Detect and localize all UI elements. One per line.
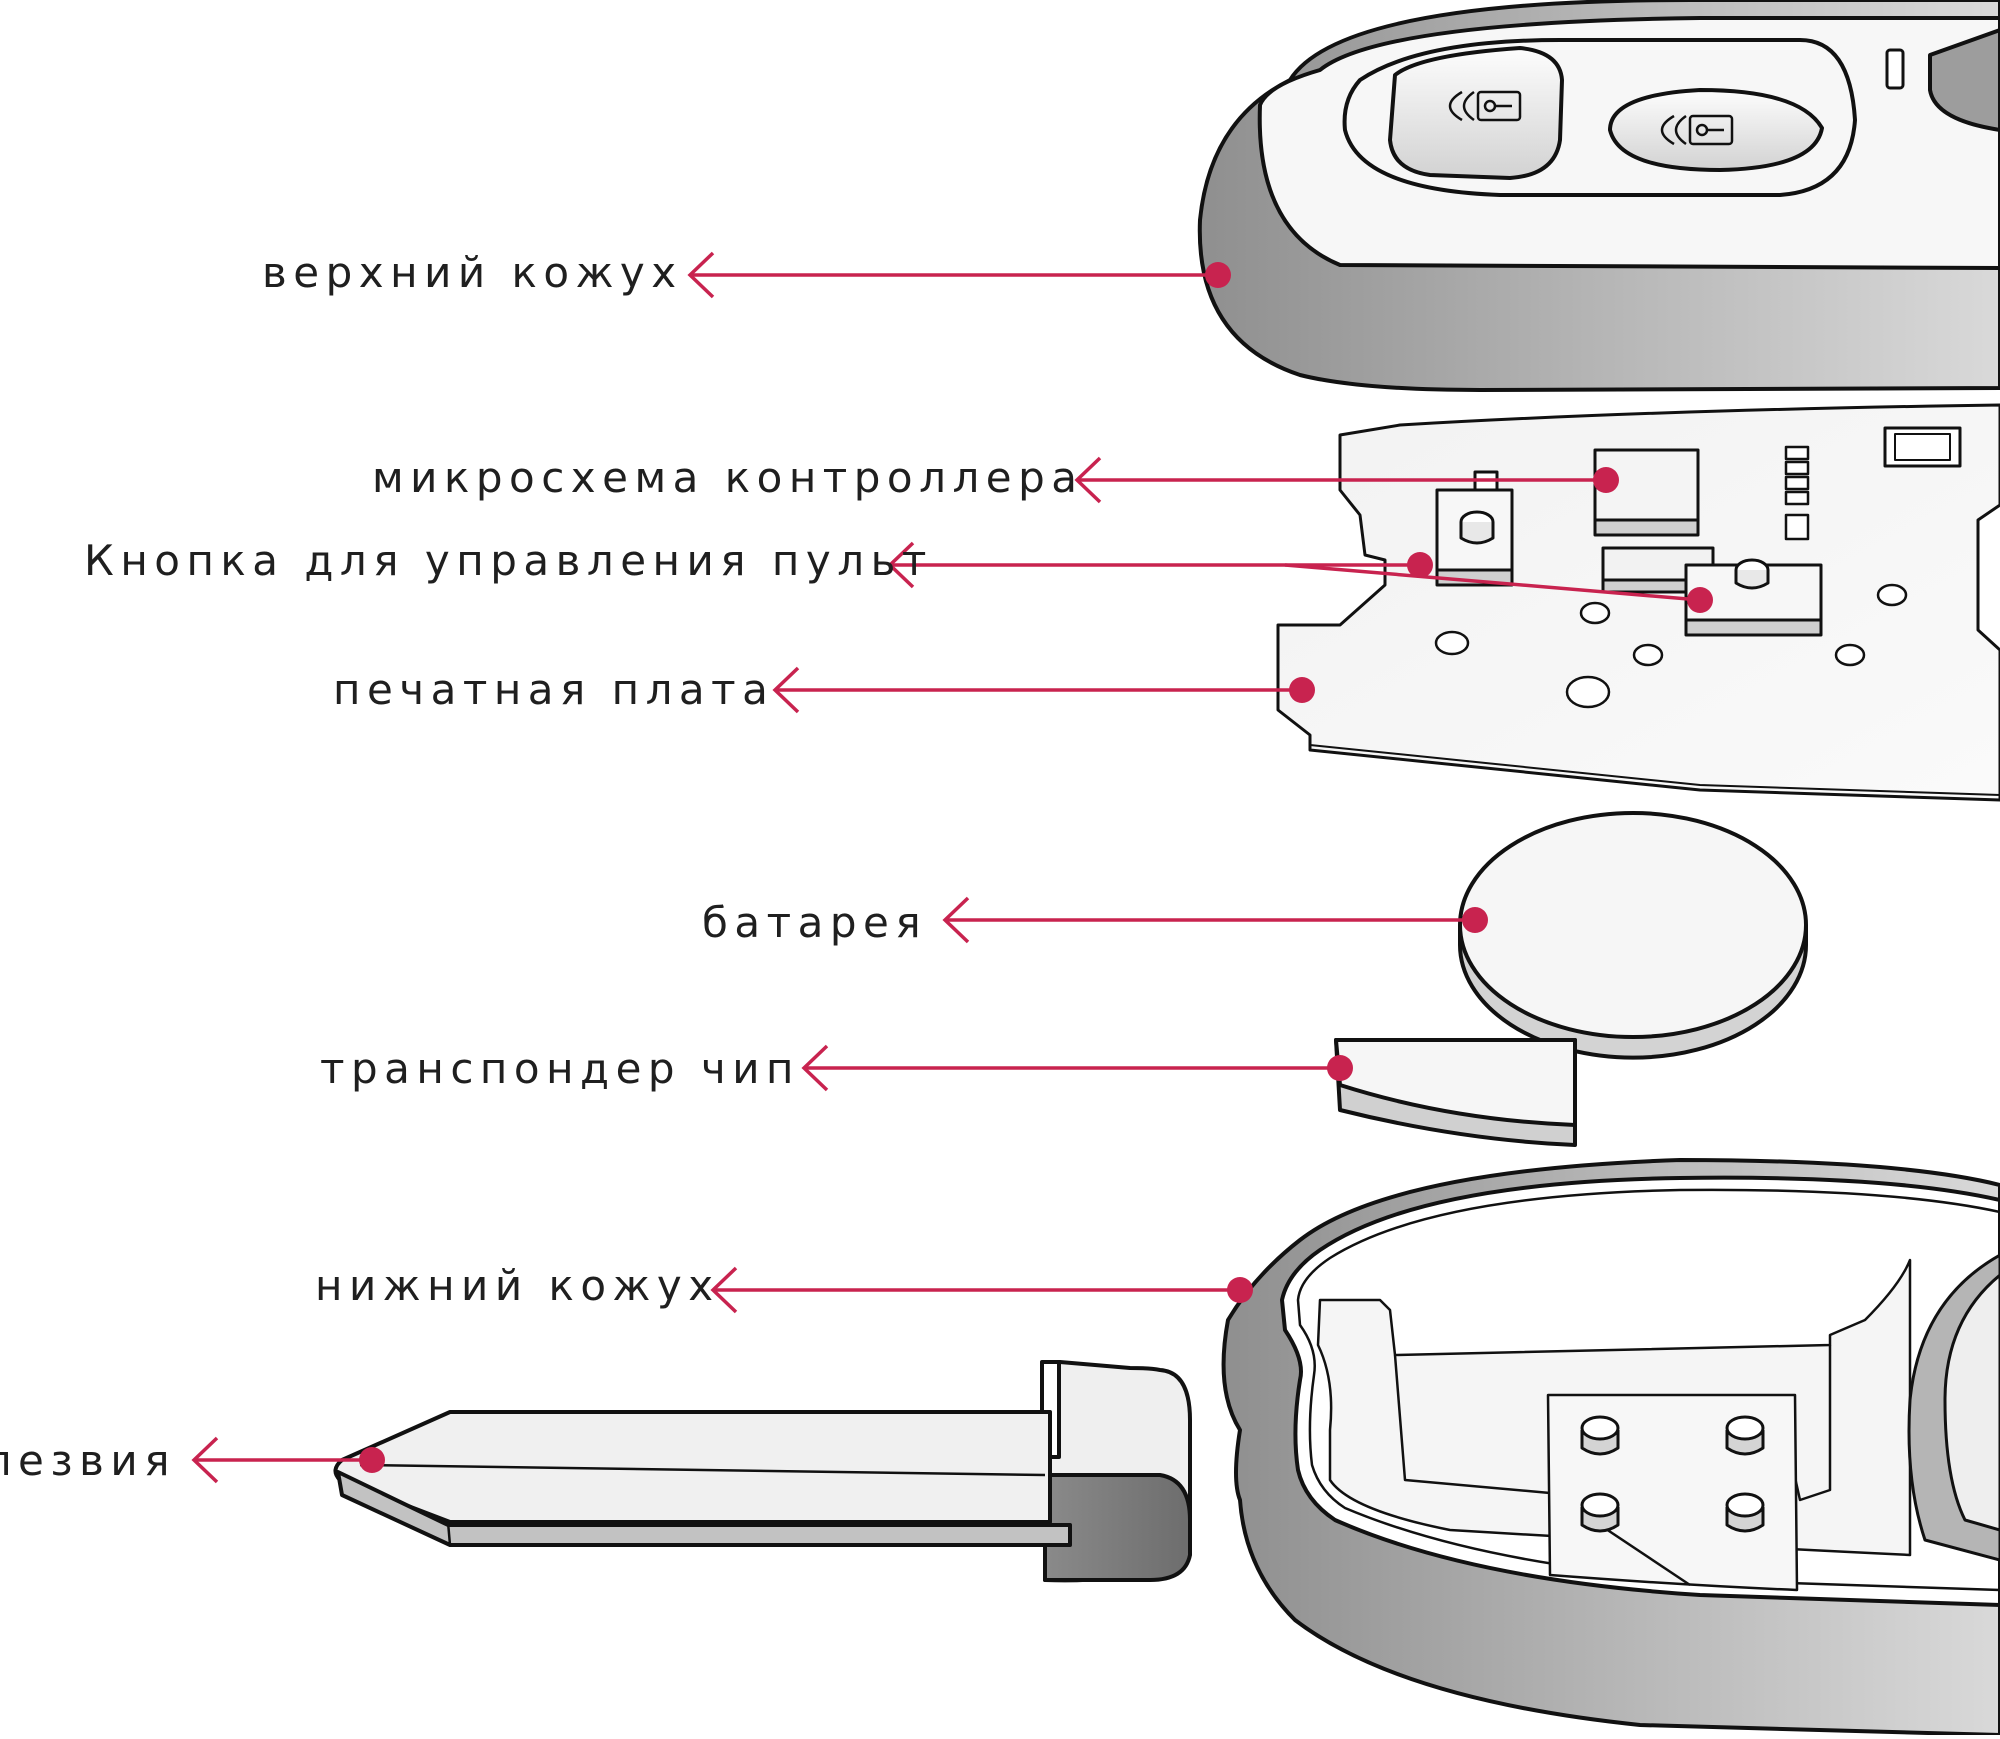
label-top-case: верхний кожух <box>262 252 683 294</box>
label-blade: лезвия <box>0 1440 176 1482</box>
label-transponder-chip: транспондер чип <box>320 1048 800 1090</box>
printed-circuit-board <box>1278 405 2000 800</box>
label-remote-button: Кнопка для управления пульт <box>84 540 933 582</box>
label-battery: батарея <box>702 902 927 944</box>
label-pcb: печатная плата <box>333 669 774 711</box>
bottom-case <box>1224 1160 2000 1735</box>
label-bottom-case: нижний кожух <box>315 1265 720 1307</box>
top-case <box>1200 0 2000 390</box>
key-blade <box>335 1362 1190 1580</box>
label-controller-chip: микросхема контроллера <box>372 457 1084 499</box>
battery <box>1460 813 1806 1058</box>
transponder-chip <box>1336 1040 1575 1145</box>
